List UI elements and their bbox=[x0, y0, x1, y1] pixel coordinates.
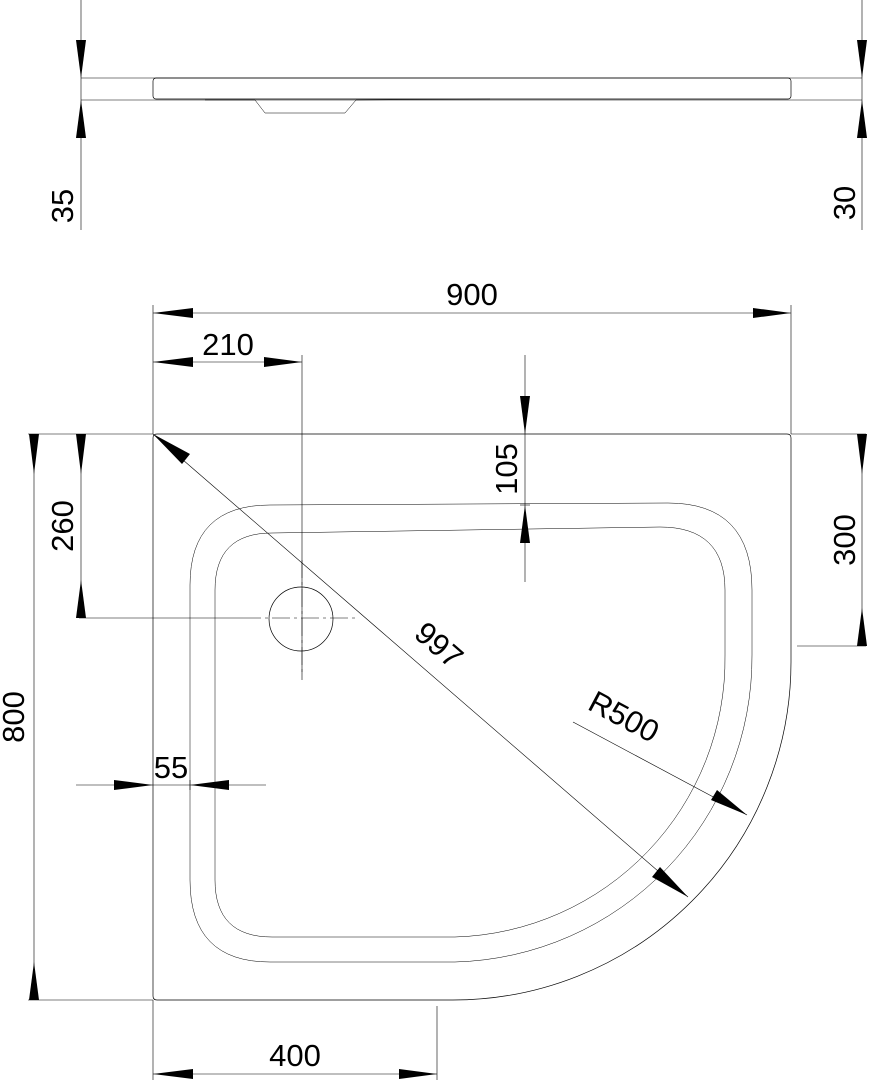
dim-arrow-30-bottom bbox=[857, 100, 867, 138]
dim-arrow-35-top bbox=[76, 40, 86, 78]
dim-arrow-997-end bbox=[652, 867, 688, 897]
dim-label-30: 30 bbox=[827, 186, 862, 220]
plan-view: 900 210 105 260 300 997 R bbox=[0, 277, 867, 1080]
dim-arrow-800-top bbox=[29, 434, 39, 474]
dim-arrow-260-top bbox=[76, 434, 86, 474]
dim-label-35: 35 bbox=[45, 189, 80, 223]
dim-label-260: 260 bbox=[45, 500, 80, 552]
dim-label-300: 300 bbox=[827, 514, 862, 566]
dim-arrow-R500 bbox=[711, 790, 747, 815]
dim-label-400: 400 bbox=[269, 1038, 321, 1073]
dim-arrow-900-left bbox=[153, 308, 193, 318]
drain-side-profile bbox=[205, 98, 491, 114]
dim-arrow-55-right bbox=[190, 780, 229, 790]
tray-outer-outline bbox=[152, 433, 792, 1001]
dim-label-210: 210 bbox=[202, 327, 254, 362]
basin-inner-edge bbox=[214, 526, 726, 938]
tray-side-profile bbox=[152, 77, 792, 100]
dim-arrow-210-right bbox=[264, 357, 302, 367]
dim-label-55: 55 bbox=[154, 750, 188, 785]
dim-arrow-300-bottom bbox=[857, 608, 867, 646]
dim-label-800: 800 bbox=[0, 691, 31, 743]
dim-arrow-210-left bbox=[153, 357, 193, 367]
dim-arrow-35-bottom bbox=[76, 100, 86, 138]
dim-arrow-400-left bbox=[153, 1069, 193, 1079]
dim-arrow-55-left bbox=[114, 780, 153, 790]
basin-outer-edge bbox=[189, 502, 753, 963]
dim-arrow-260-bottom bbox=[76, 580, 86, 618]
dim-label-105: 105 bbox=[489, 443, 524, 495]
drain-circle bbox=[268, 586, 334, 652]
dim-arrow-300-top bbox=[857, 434, 867, 474]
dim-label-900: 900 bbox=[446, 277, 498, 312]
dim-arrow-997-start bbox=[153, 434, 190, 464]
dim-arrow-105-bottom bbox=[520, 505, 530, 543]
side-view: 35 30 bbox=[45, 0, 867, 230]
dim-arrow-30-top bbox=[857, 40, 867, 78]
dim-label-997: 997 bbox=[408, 615, 470, 675]
dim-arrow-800-bottom bbox=[29, 962, 39, 1000]
dim-label-R500: R500 bbox=[583, 684, 665, 750]
dim-arrow-400-right bbox=[399, 1069, 437, 1079]
dim-arrow-900-right bbox=[753, 308, 791, 318]
dim-arrow-105-top bbox=[520, 396, 530, 434]
